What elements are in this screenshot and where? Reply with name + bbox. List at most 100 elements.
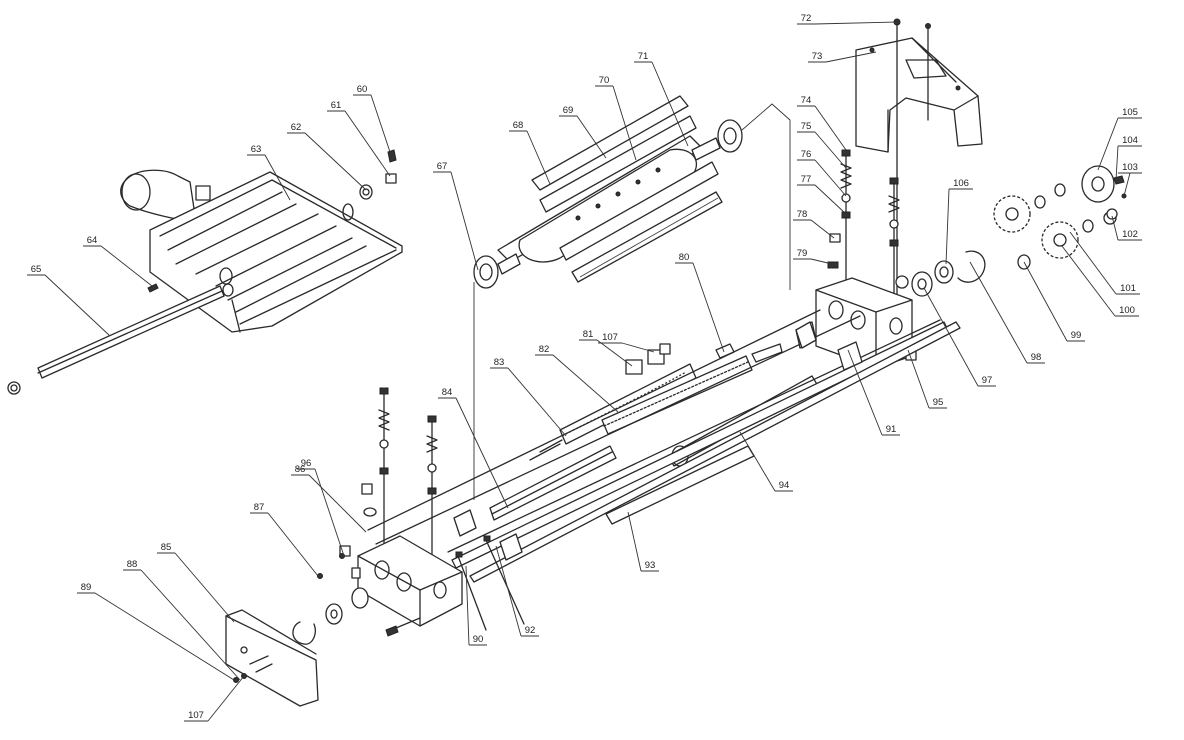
callout-leader [612,85,637,161]
cutter-head-assembly [473,95,743,289]
callout-number: 73 [812,51,823,62]
callout-c88: 88 [123,559,241,681]
callout-c62: 62 [287,122,367,191]
callout-c90: 90 [465,565,487,646]
callout-c75: 75 [797,121,847,169]
callout-c68a: 68 [509,120,551,185]
callout-number: 107 [188,710,204,721]
callout-leader [814,105,847,151]
callout-c107a: 107 [598,332,655,353]
callout-leader [692,262,725,353]
callout-number: 79 [797,248,808,259]
callout-c102: 102 [1111,215,1142,241]
callout-number: 62 [291,122,302,133]
callout-c91: 91 [847,349,900,436]
callout-number: 72 [801,13,812,24]
callout-c61: 61 [327,100,391,177]
callout-c77: 77 [797,174,847,215]
callout-leader [267,512,319,577]
callout-number: 105 [1122,107,1138,118]
callout-leader [1123,172,1131,197]
callout-c81: 81 [579,329,633,367]
callout-number: 65 [31,264,42,275]
callout-number: 71 [638,51,649,62]
callout-c104: 104 [1115,135,1142,181]
callout-number: 91 [886,424,897,435]
callout-leader [314,468,345,557]
callout-number: 80 [679,252,690,263]
callout-leader [526,130,551,185]
callout-number: 70 [599,75,610,86]
callout-leader [94,592,235,681]
callout-number: 68 [513,120,524,131]
top-cover [855,18,983,321]
callout-leader [907,349,930,409]
callout-c78: 78 [793,209,835,239]
callout-leader [1061,245,1116,317]
callout-leader [651,61,689,147]
callout-leader [174,552,235,623]
callout-leader [1097,117,1119,171]
callout-c96: 96 [297,458,345,557]
callout-number: 107 [602,332,618,343]
table-rail-84 [489,445,617,521]
callout-number: 106 [953,178,969,189]
callout-leader [825,51,877,63]
callout-layer: 6061626364656768697071727374757677787980… [27,13,1142,722]
callout-leader [1069,231,1117,295]
callout-c105: 105 [1097,107,1142,171]
callout-c100: 100 [1061,245,1139,317]
callout-leader [814,131,847,169]
callout-number: 96 [301,458,312,469]
feed-rollers [529,343,783,461]
callout-leader [1023,261,1068,342]
callout-c92: 92 [495,545,539,637]
left-end-block [339,535,463,627]
callout-leader [814,159,847,197]
callout-leader [370,94,393,159]
callout-c60: 60 [353,84,393,159]
callout-c80: 80 [675,252,725,353]
spring-stack-right [827,149,900,297]
callout-c71: 71 [634,51,689,147]
callout-leader [621,342,655,353]
callout-leader [465,565,470,646]
callout-number: 77 [801,174,812,185]
callout-number: 88 [127,559,138,570]
callout-leader [264,154,291,201]
callout-c98: 98 [969,261,1045,364]
callout-c65: 65 [27,264,111,337]
rods-90-92 [455,535,525,631]
callout-c93: 93 [627,511,659,572]
callout-number: 84 [442,387,453,398]
callout-c84: 84 [438,387,509,509]
callout-leader [450,171,479,271]
callout-number: 87 [254,502,265,513]
callout-number: 76 [801,149,812,160]
callout-c107b: 107 [184,675,245,722]
callout-leader [552,354,619,413]
callout-leader [945,188,950,265]
callout-c72: 72 [797,13,897,25]
callout-number: 78 [797,209,808,220]
callout-c67a: 67 [433,161,479,271]
callout-number: 89 [81,582,92,593]
callout-number: 81 [583,329,594,340]
callout-c87: 87 [250,502,319,577]
callout-number: 97 [982,375,993,386]
callout-leader [576,115,607,159]
callout-number: 90 [473,634,484,645]
callout-leader [739,431,776,492]
callout-leader [596,339,633,367]
callout-leader [1111,215,1119,241]
callout-number: 83 [494,357,505,368]
callout-number: 103 [1122,162,1138,173]
callout-leader [507,367,567,437]
callout-number: 63 [251,144,262,155]
callout-leader [304,132,367,191]
callout-c74: 74 [797,95,847,151]
callout-c99: 99 [1023,261,1085,342]
callout-number: 99 [1071,330,1082,341]
callout-c106: 106 [945,178,973,265]
callout-leader [140,569,241,681]
